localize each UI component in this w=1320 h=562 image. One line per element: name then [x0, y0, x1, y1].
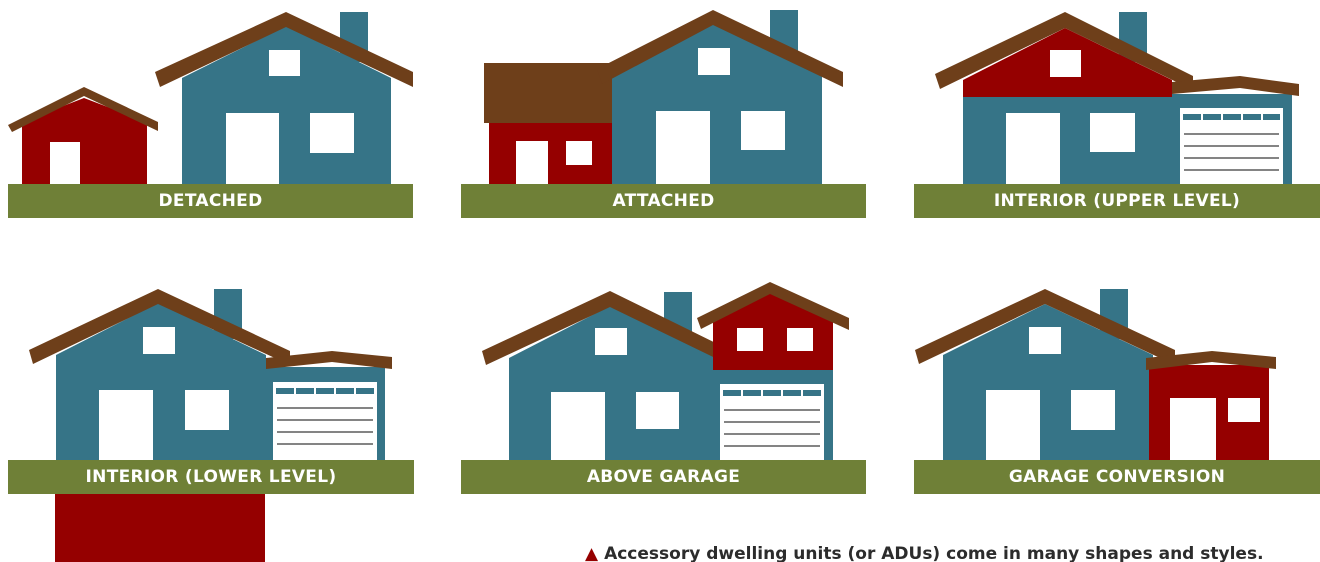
window	[1090, 113, 1135, 152]
attic-window	[143, 327, 175, 354]
label-attached: ATTACHED	[461, 184, 866, 218]
caption-text: Accessory dwelling units (or ADUs) come …	[604, 544, 1263, 562]
adu-window	[1228, 398, 1260, 422]
attic-window	[698, 48, 730, 75]
attic-window	[1029, 327, 1061, 354]
front-door	[1006, 113, 1060, 185]
front-door	[656, 111, 710, 185]
front-door	[986, 390, 1040, 460]
label-interior-upper: INTERIOR (UPPER LEVEL)	[914, 184, 1320, 218]
window	[1071, 390, 1115, 430]
adu-window	[737, 328, 763, 351]
window	[185, 390, 229, 430]
lower-level-adu	[55, 494, 265, 562]
attached-adu	[484, 63, 612, 185]
window	[741, 111, 785, 150]
front-door	[99, 390, 153, 460]
adu-window	[787, 328, 813, 351]
panel-interior-lower	[8, 289, 414, 562]
attic-window	[269, 50, 300, 76]
front-door	[226, 113, 279, 185]
adu-door	[1170, 398, 1216, 460]
label-detached: DETACHED	[8, 184, 413, 218]
adu-door	[50, 142, 80, 185]
adu-door	[516, 141, 548, 185]
garage	[266, 351, 392, 460]
front-door	[551, 392, 605, 460]
adu-window	[566, 141, 592, 165]
above-garage-adu	[697, 282, 849, 370]
attic-window	[595, 328, 627, 355]
main-house	[597, 10, 843, 185]
red-triangle-icon: ▲	[585, 544, 598, 562]
garage	[713, 370, 833, 460]
window	[636, 392, 679, 429]
label-interior-lower: INTERIOR (LOWER LEVEL)	[8, 460, 414, 494]
main-house	[155, 12, 413, 185]
label-garage-conversion: GARAGE CONVERSION	[914, 460, 1320, 494]
label-above-garage: ABOVE GARAGE	[461, 460, 866, 494]
detached-adu	[8, 87, 158, 185]
garage	[1172, 76, 1299, 185]
caption: ▲ Accessory dwelling units (or ADUs) come…	[585, 544, 1320, 562]
window	[310, 113, 354, 153]
attic-window	[1050, 50, 1081, 77]
converted-garage-adu	[1146, 351, 1276, 460]
